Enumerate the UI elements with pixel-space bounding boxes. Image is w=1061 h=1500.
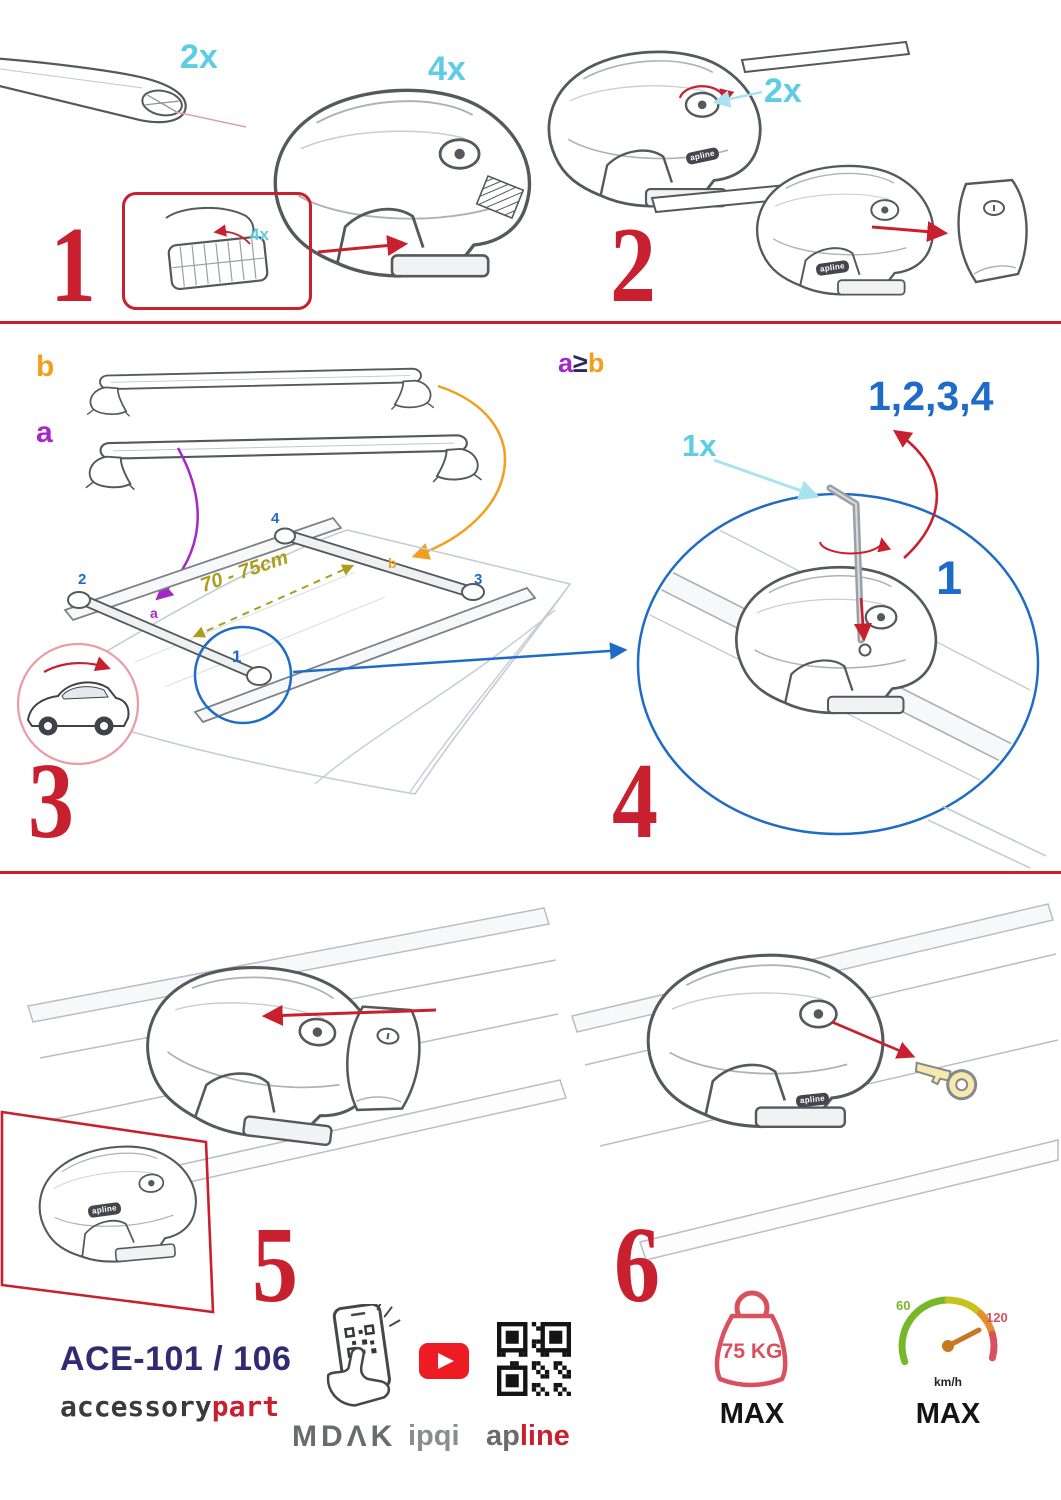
bar-quantity-label: 2x — [180, 38, 218, 76]
step1-step2-illustration — [0, 40, 1028, 296]
car-direction-inset — [16, 642, 140, 766]
allen-pointer-arrow — [713, 458, 820, 501]
tighten-arrow — [853, 597, 872, 642]
bar-b-drawing — [86, 367, 435, 418]
apline-ap: ap — [486, 1420, 520, 1452]
condition-b: b — [587, 348, 605, 378]
qr-code — [497, 1322, 571, 1396]
pad-quantity-label: 4x — [250, 225, 269, 244]
max-weight-icon: 75 KG — [714, 1290, 788, 1388]
step-number-5: 5 — [252, 1204, 298, 1325]
zoom-link-arrow — [292, 642, 628, 674]
tighten-sequence-label: 1,2,3,4 — [868, 373, 994, 419]
max-speed-label: MAX — [915, 1398, 981, 1430]
lock-quantity-label: 2x — [764, 72, 802, 110]
bar-a-drawing — [84, 434, 483, 491]
step-number-2: 2 — [610, 204, 656, 325]
bar-b-label: b — [36, 350, 55, 383]
speed-high-label: 120 — [986, 1310, 1008, 1325]
speedometer-icon: 60 120 km/h — [896, 1296, 1008, 1389]
crossbar-profile-drawing — [0, 55, 187, 124]
roof-lines-outside-zoom — [927, 805, 1047, 869]
speed-unit-label: km/h — [934, 1375, 962, 1389]
pad-detail-box — [122, 192, 312, 310]
roof-point-1: 1 — [232, 647, 242, 666]
step-number-4: 4 — [612, 740, 658, 861]
speed-low-label: 60 — [896, 1298, 910, 1313]
bar-a-tag: a — [150, 605, 158, 621]
bar-a-label: a — [36, 416, 53, 449]
mdak-logo: MDΛK — [292, 1420, 397, 1453]
qr-scan-icon — [326, 1304, 401, 1407]
key-drawing — [914, 1061, 978, 1101]
foot-quantity-label: 4x — [428, 50, 466, 88]
step5-step6-illustration — [0, 903, 1059, 1314]
foot-grip-hatch — [475, 174, 525, 220]
foot-drawing-step2a — [547, 50, 762, 208]
detail-box-step5 — [0, 1110, 215, 1314]
tool-quantity-label: 1x — [682, 428, 717, 463]
apline-logo: apline — [486, 1420, 570, 1453]
rubber-pad-drawing — [165, 207, 269, 291]
ipqi-logo: ipqi — [408, 1420, 460, 1452]
first-point-label: 1 — [936, 551, 963, 604]
condition-a: a — [558, 348, 574, 378]
condition-operator: ≥ — [573, 348, 588, 378]
key-insert-arrow — [831, 1020, 916, 1059]
bar-b-tag: b — [388, 555, 397, 571]
distance-arrow — [192, 564, 355, 638]
max-weight-value: 75 KG — [722, 1340, 783, 1363]
step-number-3: 3 — [28, 740, 74, 861]
sequence-arrow — [893, 429, 939, 559]
condition-label: a≥b — [558, 350, 604, 377]
endcap-slide-arrow — [261, 1004, 437, 1026]
youtube-icon — [419, 1343, 469, 1379]
roof-point-4: 4 — [271, 510, 280, 527]
brand-accessory: accessory — [60, 1390, 212, 1423]
key-rotation-arrow — [819, 537, 892, 555]
max-weight-label: MAX — [719, 1398, 785, 1430]
section-divider-1 — [0, 321, 1061, 324]
bar-stub-step2a — [740, 40, 911, 74]
foot-drawing-step6 — [646, 953, 885, 1129]
apline-line: line — [519, 1420, 570, 1452]
endcap-arrow — [871, 221, 949, 243]
section-divider-2 — [0, 871, 1061, 874]
step3-step4-illustration — [16, 367, 1047, 869]
inset-to-foot-arrow — [317, 235, 409, 257]
lock-pointer-arrow — [712, 90, 763, 108]
roof-point-3: 3 — [474, 571, 483, 588]
zoom-highlight-circle — [193, 625, 293, 725]
bar-pointer-line — [175, 111, 247, 128]
brand-part: part — [211, 1390, 280, 1423]
brand-wordmark: accessorypart — [60, 1390, 279, 1423]
endcap-drawing-step2b — [957, 178, 1028, 284]
bar-b-placement-arrow — [411, 384, 507, 560]
model-number: ACE-101 / 106 — [60, 1340, 292, 1378]
roof-point-2: 2 — [78, 571, 87, 588]
bolt — [858, 643, 872, 657]
step-number-6: 6 — [614, 1204, 660, 1325]
step-number-1: 1 — [50, 204, 96, 325]
